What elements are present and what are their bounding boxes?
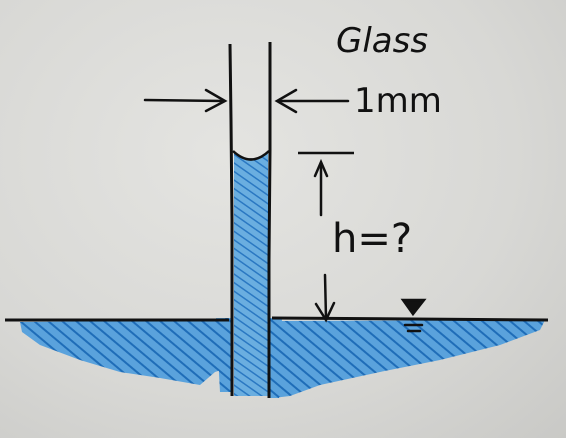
tube-wall-water-right xyxy=(268,318,282,398)
tube-wall-left xyxy=(228,43,234,396)
arrow-left-icon xyxy=(274,88,350,114)
tube-wall-water-left xyxy=(216,318,232,392)
water-surface-line-right xyxy=(271,316,549,322)
arrow-down-icon xyxy=(314,273,336,323)
capillary-water-column xyxy=(234,152,268,396)
material-label: Glass xyxy=(336,21,428,61)
reservoir-water-right xyxy=(273,320,545,398)
free-surface-symbol-icon xyxy=(400,298,427,333)
reservoir-water xyxy=(20,320,228,385)
arrow-right-icon xyxy=(143,88,228,113)
diameter-label: 1mm xyxy=(354,81,442,121)
tube-wall-right xyxy=(267,42,272,398)
height-label: h=? xyxy=(332,216,412,262)
meniscus xyxy=(232,150,270,161)
arrow-up-icon xyxy=(313,158,329,217)
